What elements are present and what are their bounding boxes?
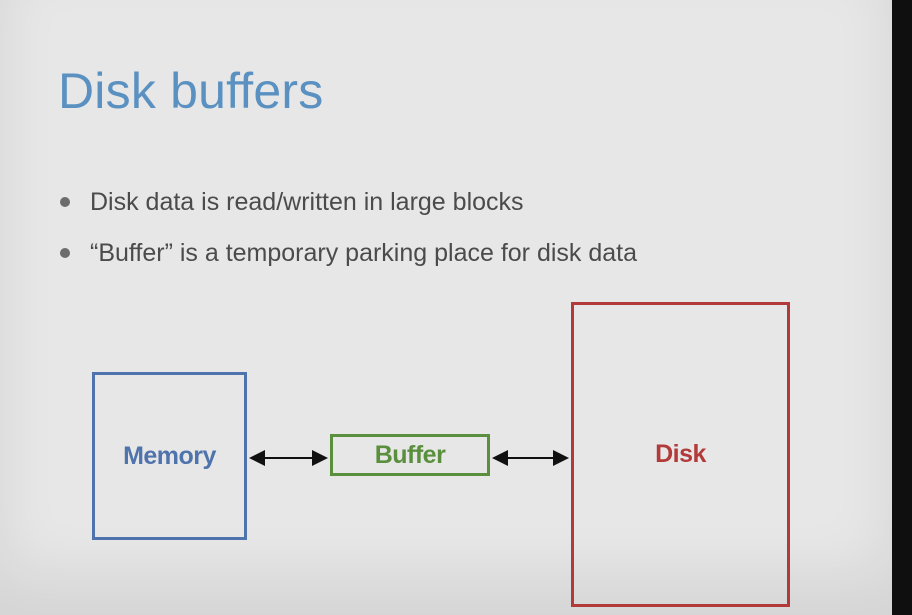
slide: Disk buffers Disk data is read/written i… xyxy=(0,0,892,615)
buffer-box: Buffer xyxy=(330,434,490,476)
memory-label: Memory xyxy=(123,441,216,470)
bullet-text: “Buffer” is a temporary parking place fo… xyxy=(90,239,638,267)
buffer-label: Buffer xyxy=(374,440,446,469)
bullet-list: Disk data is read/written in large block… xyxy=(60,188,760,290)
bullet-item: Disk data is read/written in large block… xyxy=(60,188,760,217)
memory-box: Memory xyxy=(92,372,247,540)
right-dark-border xyxy=(892,0,912,615)
disk-label: Disk xyxy=(655,440,706,468)
disk-box: Disk xyxy=(571,302,790,607)
slide-title: Disk buffers xyxy=(58,63,324,119)
bullet-dot-icon xyxy=(60,248,70,258)
bullet-text: Disk data is read/written in large block… xyxy=(90,188,524,216)
bullet-dot-icon xyxy=(60,197,70,207)
bullet-item: “Buffer” is a temporary parking place fo… xyxy=(60,239,760,268)
